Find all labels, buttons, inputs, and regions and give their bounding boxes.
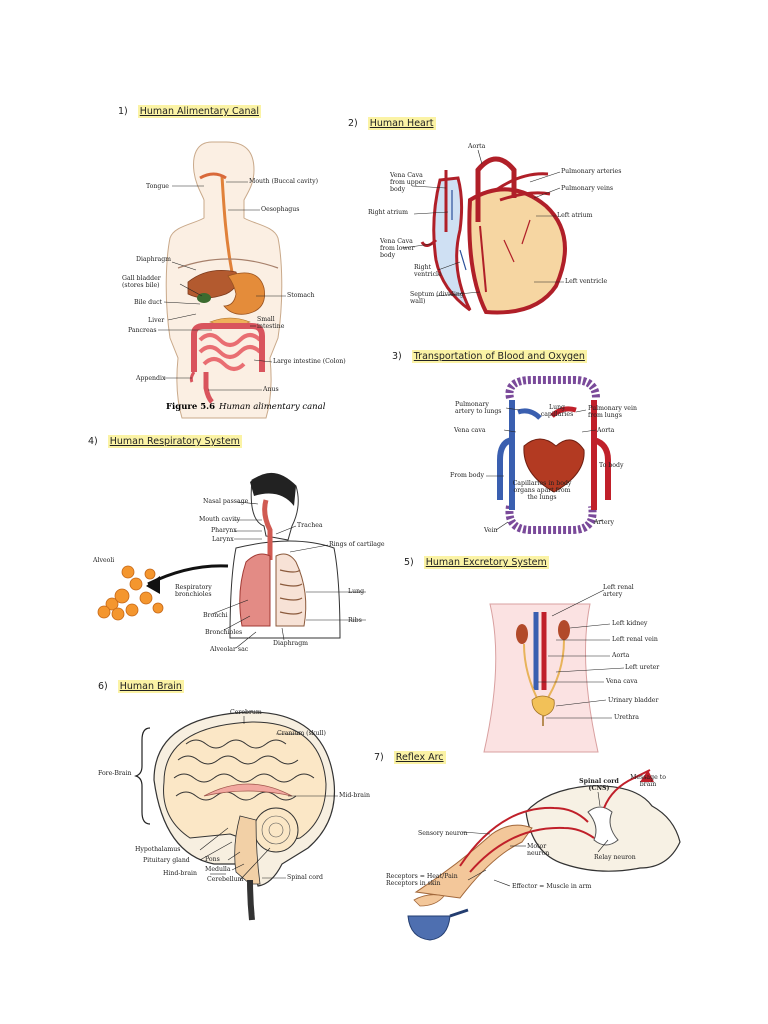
label-pituitary-gland: Pituitary gland	[143, 857, 190, 864]
label-gall-bladder: Gall bladder (stores bile)	[122, 275, 161, 289]
label-spinal-cord-b: Spinal cord	[287, 874, 323, 881]
label-appendix: Appendix	[136, 375, 166, 382]
label-aorta-e: Aorta	[612, 652, 630, 659]
label-alveoli: Alveoli	[93, 557, 115, 564]
label-trachea: Trachea	[297, 522, 323, 529]
label-vena-cava-lower: Vena Cava from lower body	[380, 238, 415, 259]
label-right-ventricle: Right ventricle	[414, 264, 442, 278]
label-from-body: From body	[450, 472, 484, 479]
label-respiratory-bronchioles: Respiratory bronchioles	[175, 584, 212, 598]
label-cranium: Cranium (skull)	[277, 730, 326, 737]
label-left-ventricle: Left ventricle	[565, 278, 608, 285]
section-title-reflex: 7)Reflex Arc	[374, 751, 446, 764]
label-cerebellum: Cerebellum	[207, 876, 244, 883]
label-urethra: Urethra	[614, 714, 639, 721]
label-lung: Lung	[348, 588, 365, 595]
label-anus: Anus	[263, 386, 279, 393]
label-aorta-t: Aorta	[597, 427, 615, 434]
label-bronchi: Bronchi	[203, 612, 228, 619]
label-tongue: Tongue	[146, 183, 169, 190]
label-aorta: Aorta	[468, 143, 486, 150]
label-pancreas: Pancreas	[128, 327, 157, 334]
label-sensory-neuron: Sensory neuron	[418, 830, 468, 837]
label-pulmonary-arteries: Pulmonary arteries	[561, 168, 622, 175]
label-bronchioles: Bronchioles	[205, 629, 243, 636]
label-pulmonary-artery: Pulmonary artery to lungs	[455, 401, 502, 415]
label-relay-neuron: Relay neuron	[594, 854, 636, 861]
label-hind-brain: Hind-brain	[163, 870, 197, 877]
label-fore-brain: Fore-Brain	[98, 770, 132, 777]
label-to-body: To body	[599, 462, 624, 469]
label-hypothalamus: Hypothalamus	[135, 846, 181, 853]
label-urinary-bladder: Urinary bladder	[608, 697, 659, 704]
label-large-intestine: Large intestine (Colon)	[273, 358, 346, 365]
label-vena-cava-e: Vena cava	[606, 678, 638, 685]
label-effector: Effector = Muscle in arm	[512, 883, 592, 890]
label-left-renal-vein: Left renal vein	[612, 636, 658, 643]
label-pharynx: Pharynx	[211, 527, 237, 534]
label-receptors: Receptors = Heat/Pain Receptors in skin	[386, 873, 458, 887]
label-lung-capillaries: Lung capillaries	[540, 404, 574, 418]
section-title-respiratory: 4)Human Respiratory System	[88, 435, 242, 448]
label-larynx: Larynx	[212, 536, 234, 543]
label-mouth-cavity: Mouth cavity	[199, 516, 241, 523]
label-rings-of-cartilage: Rings of cartilage	[329, 541, 385, 548]
label-artery: Artery	[594, 519, 615, 526]
section-title-transport: 3)Transportation of Blood and Oxygen	[392, 350, 587, 363]
label-stomach: Stomach	[287, 292, 315, 299]
label-oesophagus: Oesophagus	[261, 206, 300, 213]
label-left-kidney: Left kidney	[612, 620, 648, 627]
label-spinal-cord-cns: Spinal cord (CNS)	[579, 778, 619, 792]
section-title-brain: 6)Human Brain	[98, 680, 184, 693]
label-right-atrium: Right atrium	[368, 209, 409, 216]
label-vena-cava-upper: Vena Cava from upper body	[390, 172, 426, 193]
label-left-ureter: Left ureter	[625, 664, 660, 671]
label-message-to-brain: Message to brain	[630, 774, 666, 788]
label-alveolar-sac: Alveolar sac	[210, 646, 249, 653]
label-septum: Septum (dividing wall)	[410, 291, 464, 305]
label-left-atrium: Left atrium	[557, 212, 593, 219]
label-small-intestine: Small intestine	[257, 316, 285, 330]
label-mid-brain: Mid-brain	[339, 792, 370, 799]
label-mouth: Mouth (Buccal cavity)	[249, 178, 319, 185]
label-body-capillaries: Capillaries in body organs apart from th…	[512, 480, 572, 501]
label-pulmonary-veins: Pulmonary veins	[561, 185, 614, 192]
label-medulla: Medulla	[205, 866, 231, 873]
label-cerebrum: Cerebrum	[230, 709, 262, 716]
label-diaphragm: Diaphragm	[136, 256, 172, 263]
label-ribs: Ribs	[348, 617, 362, 624]
label-vein: Vein	[484, 527, 498, 534]
label-nasal-passage: Nasal passage	[203, 498, 249, 505]
label-bile-duct: Bile duct	[134, 299, 163, 306]
label-liver: Liver	[148, 317, 165, 324]
section-title-excretory: 5)Human Excretory System	[404, 556, 549, 569]
label-pons: Pons	[205, 856, 220, 863]
label-diaphragm-r: Diaphragm	[273, 640, 309, 647]
label-pulmonary-vein: Pulmonary vein from lungs	[588, 405, 637, 419]
label-vena-cava-t: Vena cava	[454, 427, 486, 434]
section-title-alimentary: 1)Human Alimentary Canal	[118, 105, 261, 118]
section-title-heart: 2)Human Heart	[348, 117, 436, 130]
label-left-renal-artery: Left renal artery	[603, 584, 634, 598]
label-motor-neuron: Motor neuron	[527, 843, 550, 857]
